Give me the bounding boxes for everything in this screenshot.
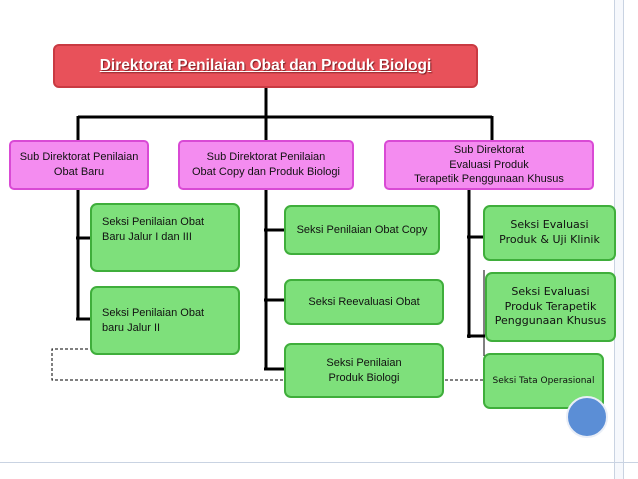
section-evaluasi-terapetik: Seksi Evaluasi Produk Terapetik Pengguna… bbox=[485, 272, 616, 342]
sub-directorate-obat-copy: Sub Direktorat Penilaian Obat Copy dan P… bbox=[178, 140, 354, 190]
section-tata-operasional-label: Seksi Tata Operasional bbox=[492, 375, 595, 386]
section-produk-biologi-label: Seksi Penilaian Produk Biologi bbox=[326, 356, 402, 384]
decorative-circle bbox=[566, 396, 608, 438]
connector-dashed-link bbox=[51, 348, 484, 381]
sub-directorate-obat-baru-label: Sub Direktorat Penilaian Obat Baru bbox=[19, 151, 139, 178]
section-evaluasi-uji-klinik-label: Seksi Evaluasi Produk & Uji Klinik bbox=[499, 218, 600, 246]
section-obat-copy-label: Seksi Penilaian Obat Copy bbox=[296, 223, 428, 236]
section-obat-baru-jalur-2: Seksi Penilaian Obat baru Jalur II bbox=[90, 286, 240, 355]
sub-directorate-obat-copy-label: Sub Direktorat Penilaian Obat Copy dan P… bbox=[192, 151, 340, 178]
section-obat-baru-jalur-1-3: Seksi Penilaian Obat Baru Jalur I dan II… bbox=[90, 203, 240, 272]
section-produk-biologi: Seksi Penilaian Produk Biologi bbox=[284, 343, 444, 398]
root-directorate-label: Direktorat Penilaian Obat dan Produk Bio… bbox=[99, 56, 432, 74]
section-evaluasi-uji-klinik: Seksi Evaluasi Produk & Uji Klinik bbox=[483, 205, 616, 261]
sub-directorate-obat-baru: Sub Direktorat Penilaian Obat Baru bbox=[9, 140, 149, 190]
section-obat-copy: Seksi Penilaian Obat Copy bbox=[284, 205, 440, 255]
root-directorate-box: Direktorat Penilaian Obat dan Produk Bio… bbox=[53, 44, 478, 88]
slide-frame-bottom bbox=[0, 462, 638, 463]
section-obat-baru-jalur-1-3-label: Seksi Penilaian Obat Baru Jalur I dan II… bbox=[102, 216, 205, 243]
section-reevaluasi-obat: Seksi Reevaluasi Obat bbox=[284, 279, 444, 325]
sub-directorate-terapetik-label: Sub Direktorat Evaluasi Produk Terapetik… bbox=[414, 143, 564, 186]
section-reevaluasi-obat-label: Seksi Reevaluasi Obat bbox=[308, 295, 420, 308]
section-obat-baru-jalur-2-label: Seksi Penilaian Obat baru Jalur II bbox=[102, 306, 205, 334]
sub-directorate-terapetik: Sub Direktorat Evaluasi Produk Terapetik… bbox=[384, 140, 594, 190]
section-evaluasi-terapetik-label: Seksi Evaluasi Produk Terapetik Pengguna… bbox=[494, 284, 607, 328]
